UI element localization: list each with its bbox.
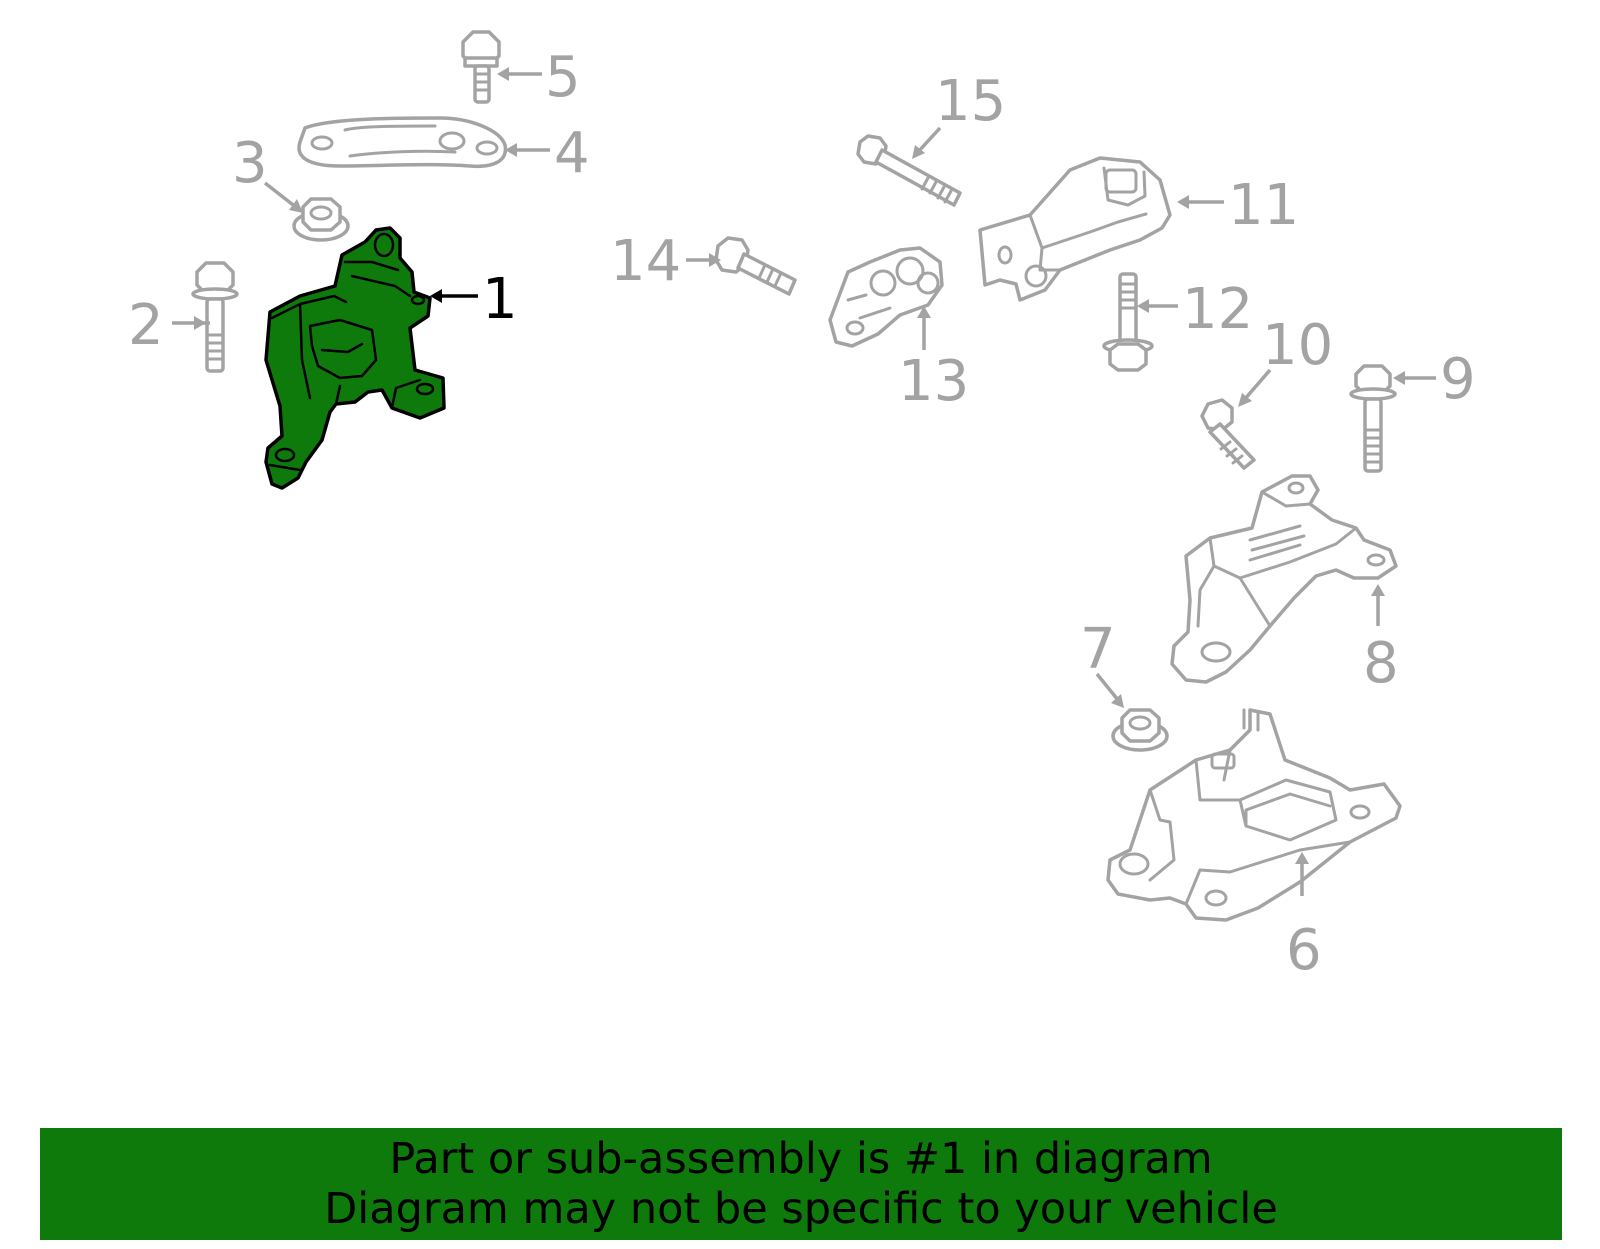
part-4-bracket[interactable] bbox=[297, 116, 508, 169]
part-2-bolt[interactable] bbox=[191, 261, 239, 373]
callout-11[interactable]: 11 bbox=[1228, 173, 1299, 238]
part-10-bolt[interactable] bbox=[1200, 398, 1256, 470]
callout-7[interactable]: 7 bbox=[1080, 617, 1116, 682]
callout-15[interactable]: 15 bbox=[935, 69, 1006, 134]
part-12-bolt[interactable] bbox=[1102, 272, 1154, 372]
part-8-mount[interactable] bbox=[1170, 474, 1398, 684]
part-15-bolt[interactable] bbox=[856, 134, 962, 207]
callout-6[interactable]: 6 bbox=[1286, 918, 1322, 983]
callout-8[interactable]: 8 bbox=[1363, 631, 1399, 696]
banner-line-2: Diagram may not be specific to your vehi… bbox=[324, 1184, 1278, 1234]
callout-1[interactable]: 1 bbox=[482, 267, 518, 332]
part-9-bolt[interactable] bbox=[1349, 364, 1397, 473]
callout-13[interactable]: 13 bbox=[898, 349, 969, 414]
callout-12[interactable]: 12 bbox=[1182, 277, 1253, 342]
part-6-mount[interactable] bbox=[1106, 708, 1402, 922]
part-1-engine-mount[interactable] bbox=[264, 226, 446, 490]
callout-2[interactable]: 2 bbox=[128, 293, 164, 358]
callout-14[interactable]: 14 bbox=[610, 229, 681, 294]
part-13-bracket[interactable] bbox=[828, 246, 944, 348]
info-banner: Part or sub-assembly is #1 in diagram Di… bbox=[40, 1128, 1562, 1240]
part-11-mount[interactable] bbox=[978, 156, 1172, 302]
part-14-bolt[interactable] bbox=[714, 236, 797, 296]
part-5-bolt[interactable] bbox=[461, 30, 501, 104]
callout-4[interactable]: 4 bbox=[554, 121, 590, 186]
callout-3[interactable]: 3 bbox=[232, 131, 268, 196]
part-3-nut[interactable] bbox=[292, 197, 350, 242]
callout-5[interactable]: 5 bbox=[545, 45, 581, 110]
callout-10[interactable]: 10 bbox=[1262, 313, 1333, 378]
banner-line-1: Part or sub-assembly is #1 in diagram bbox=[389, 1134, 1213, 1184]
callout-leaders bbox=[172, 67, 1436, 896]
callout-9[interactable]: 9 bbox=[1440, 347, 1476, 412]
part-7-nut[interactable] bbox=[1111, 708, 1169, 752]
